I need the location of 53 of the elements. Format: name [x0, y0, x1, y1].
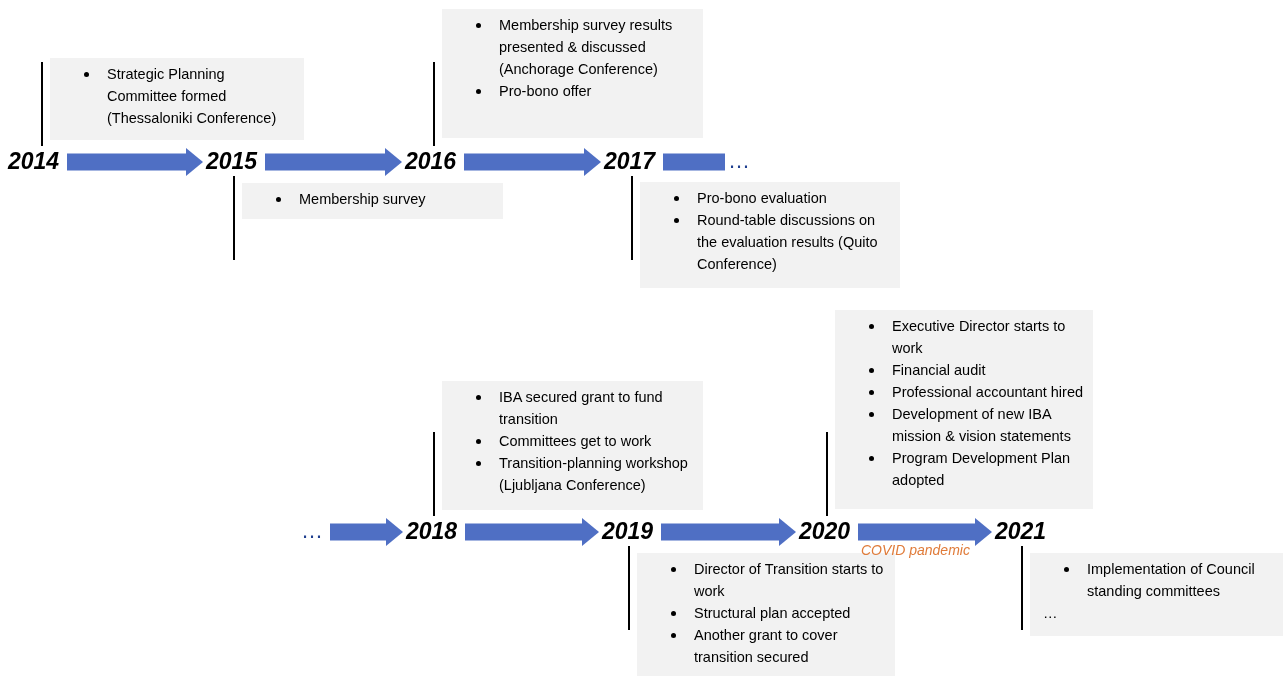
edge-label: COVID pandemic [861, 542, 970, 558]
event-item: Membership survey results presented & discussed (Anchorage Conference) [475, 14, 697, 80]
year-label: 2015 [206, 148, 262, 174]
event-box [442, 9, 703, 138]
event-item: Round-table discussions on the evaluation results (Quito Conference) [673, 209, 894, 275]
event-item: Strategic Planning Committee formed (Thessaloniki Conference) [83, 63, 298, 129]
timeline-arrow [265, 148, 402, 176]
event-item: Pro-bono evaluation [673, 187, 894, 209]
connector-line [1021, 545, 1023, 631]
event-item: Implementation of Council standing committees [1063, 558, 1277, 602]
connector-line [631, 175, 633, 261]
timeline-arrow [661, 518, 796, 546]
event-item: Program Development Plan adopted [868, 447, 1087, 491]
event-box [442, 381, 703, 510]
event-box [50, 58, 304, 140]
year-label: 2014 [8, 148, 64, 174]
ellipsis: … [1030, 602, 1277, 624]
event-item: IBA secured grant to fund transition [475, 386, 697, 430]
event-item: Transition-planning workshop (Ljubljana Conference) [475, 452, 697, 496]
event-item: Development of new IBA mission & vision statements [868, 403, 1087, 447]
timeline-arrow [465, 518, 599, 546]
year-label: 2018 [406, 518, 462, 544]
event-box [637, 553, 895, 676]
event-item: Pro-bono offer [475, 80, 697, 102]
event-item: Executive Director starts to work [868, 315, 1087, 359]
timeline-arrow [67, 148, 203, 176]
ellipsis: … [728, 148, 754, 174]
event-item: Another grant to cover transition secured [670, 624, 889, 668]
year-label: 2021 [995, 518, 1051, 544]
event-box [835, 310, 1093, 509]
ellipsis: … [301, 518, 327, 544]
connector-line [433, 431, 435, 517]
event-item: Financial audit [868, 359, 1087, 381]
timeline-arrow [858, 518, 992, 546]
timeline-arrow [464, 148, 601, 176]
event-box [1030, 553, 1283, 636]
event-item: Professional accountant hired [868, 381, 1087, 403]
connector-line [826, 431, 828, 517]
year-label: 2016 [405, 148, 461, 174]
connector-line [41, 61, 43, 147]
connector-line [433, 61, 435, 147]
year-label: 2020 [799, 518, 855, 544]
year-label: 2017 [604, 148, 660, 174]
event-item: Director of Transition starts to work [670, 558, 889, 602]
event-item: Membership survey [275, 188, 497, 210]
year-label: 2019 [602, 518, 658, 544]
event-item: Structural plan accepted [670, 602, 889, 624]
event-box [640, 182, 900, 288]
event-item: Committees get to work [475, 430, 697, 452]
connector-line [233, 175, 235, 261]
timeline-arrow [330, 518, 403, 546]
event-box [242, 183, 503, 219]
connector-line [628, 545, 630, 631]
